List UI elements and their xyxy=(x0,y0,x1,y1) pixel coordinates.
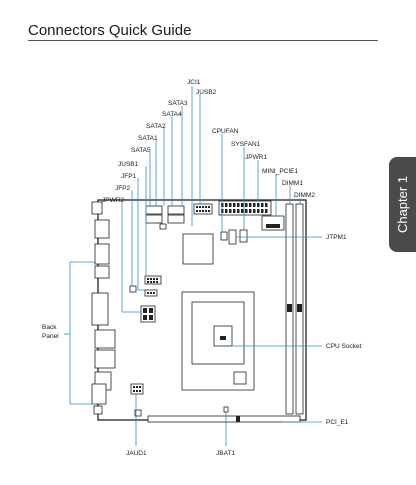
label-back-panel-line2: Panel xyxy=(42,333,59,340)
pci-e1-slot xyxy=(147,415,301,423)
label-back-panel-line1: Back xyxy=(42,324,57,331)
label-sata2: SATA2 xyxy=(146,123,166,130)
label-cpufan: CPUFAN xyxy=(212,128,239,135)
label-jusb1: JUSB1 xyxy=(118,161,139,168)
label-sata5: SATA5 xyxy=(131,147,151,154)
page-title: Connectors Quick Guide xyxy=(28,22,192,39)
label-jpwr1: JPWR1 xyxy=(245,154,267,161)
label-sata1: SATA1 xyxy=(138,135,158,142)
small-component xyxy=(134,409,142,417)
back-panel-ports xyxy=(91,201,116,415)
jusb2-header xyxy=(193,203,213,215)
label-dimm1: DIMM1 xyxy=(282,180,303,187)
label-jbat1: JBAT1 xyxy=(216,450,235,457)
label-jpwr2: JPWR2 xyxy=(102,197,124,204)
label-jci1: JCI1 xyxy=(187,79,201,86)
label-jaud1: JAUD1 xyxy=(126,450,147,457)
label-jtpm1: JTPM1 xyxy=(326,234,347,241)
chapter-tab: Chapter 1 xyxy=(389,157,416,252)
cpu-socket xyxy=(181,291,255,391)
label-jusb2: JUSB2 xyxy=(196,89,217,96)
label-dimm2: DIMM2 xyxy=(294,192,315,199)
label-sata4: SATA4 xyxy=(162,111,182,118)
label-sysfan1: SYSFAN1 xyxy=(231,141,261,148)
label-sata3: SATA3 xyxy=(168,100,188,107)
label-jfp2: JFP2 xyxy=(115,185,131,192)
jfp2-header xyxy=(129,285,137,293)
jaud1-header xyxy=(130,383,144,395)
chipset xyxy=(182,233,214,265)
label-pci-e1: PCI_E1 xyxy=(326,419,349,426)
label-cpu-socket: CPU Socket xyxy=(326,343,362,350)
jbat1-jumper xyxy=(223,406,229,413)
title-divider xyxy=(28,40,378,41)
sysfan1-header xyxy=(220,231,228,241)
leader-lines xyxy=(64,86,322,446)
label-jfp1: JFP1 xyxy=(121,173,137,180)
cpufan-header xyxy=(239,229,248,243)
label-mini-pcie1: MINI_PCIE1 xyxy=(262,168,299,175)
jtpm1-header xyxy=(228,229,237,245)
